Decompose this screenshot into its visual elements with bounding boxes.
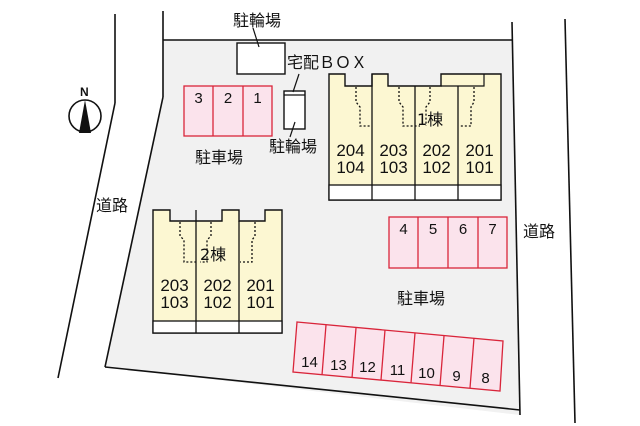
unit-lower: 103	[160, 293, 189, 312]
unit-lower: 101	[246, 293, 275, 312]
delivery-box-label: 宅配ＢＯＸ	[287, 53, 368, 72]
compass-north-label: N	[80, 85, 89, 99]
parking-space-2: 2	[223, 90, 233, 107]
left-road-label: 道路	[96, 196, 129, 215]
lot-left-edge	[104, 96, 164, 368]
parking-space-7: 7	[488, 221, 497, 238]
parking-space-1: 1	[253, 90, 262, 107]
parking-space-6: 6	[458, 221, 468, 238]
parking-space-10: 10	[418, 365, 435, 382]
unit-upper: 201	[465, 141, 494, 160]
unit-upper: 203	[160, 276, 189, 295]
unit-lower: 104	[336, 158, 365, 177]
parking-space-11: 11	[389, 362, 406, 379]
unit-upper: 204	[336, 141, 365, 160]
right-road-label: 道路	[523, 222, 556, 241]
right-road-edge-outer	[564, 18, 576, 424]
parking-space-14: 14	[301, 354, 318, 371]
unit-upper: 201	[246, 276, 275, 295]
parking-space-5: 5	[428, 221, 438, 238]
parking-space-4: 4	[399, 221, 408, 238]
unit-upper: 202	[203, 276, 232, 295]
parking-top-left-label: 駐車場	[195, 148, 244, 167]
bicycle-parking-side-label: 駐輪場	[269, 137, 318, 156]
lot-right-edge	[511, 21, 521, 416]
parking-space-8: 8	[481, 370, 490, 387]
parking-space-13: 13	[330, 357, 347, 374]
parking-bottom-shape	[292, 321, 504, 392]
north-compass-icon	[68, 99, 102, 133]
bicycle-parking-top-label: 駐輪場	[233, 11, 282, 30]
left-road-edge-outer-lower	[57, 102, 116, 379]
parking-center-label: 駐車場	[397, 289, 446, 308]
parking-top-left-shape	[183, 85, 273, 137]
bicycle-parking-top-shape	[236, 42, 286, 75]
parking-space-9: 9	[452, 368, 461, 385]
parking-space-3: 3	[194, 90, 203, 107]
unit-upper: 202	[422, 141, 451, 160]
building-1-label: 1棟	[417, 110, 444, 129]
parking-right-shape	[388, 216, 508, 269]
bicycle-parking-side-shape	[283, 90, 306, 130]
unit-lower: 102	[203, 293, 232, 312]
unit-lower: 103	[379, 158, 408, 177]
building-1-shape	[328, 73, 502, 201]
parking-space-12: 12	[359, 359, 376, 376]
unit-lower: 102	[422, 158, 451, 177]
unit-upper: 203	[379, 141, 408, 160]
unit-lower: 101	[465, 158, 494, 177]
lot-bottom-edge	[104, 366, 521, 411]
building-2-label: 2棟	[200, 245, 227, 264]
building-2-shape	[152, 209, 283, 334]
